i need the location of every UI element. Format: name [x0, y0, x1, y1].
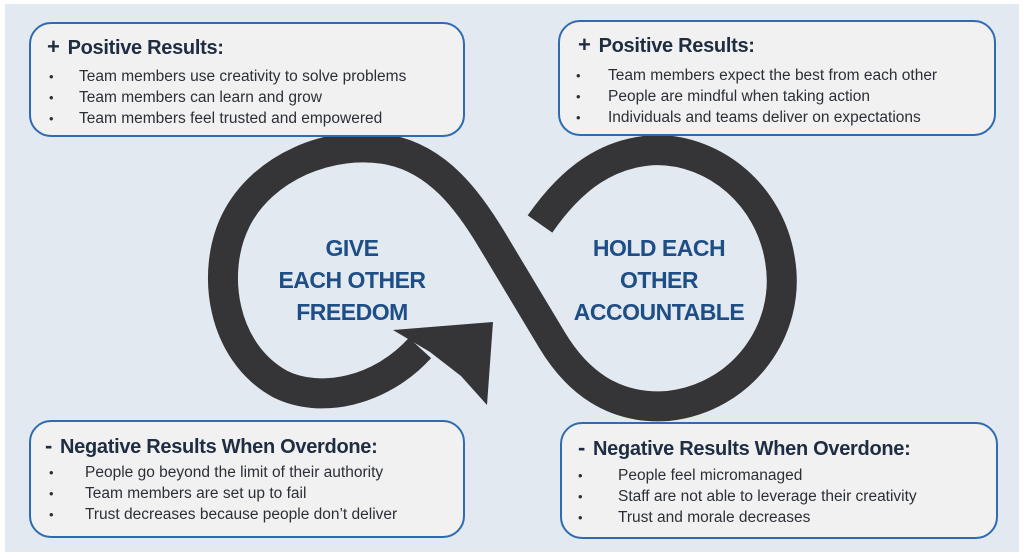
negative-results-accountable-box: -Negative Results When Overdone: •People… — [560, 422, 998, 539]
left-loop-line: FREEDOM — [296, 299, 408, 325]
bullet-icon: • — [49, 111, 54, 126]
positive-results-freedom-box: + Positive Results: •Team members use cre… — [29, 22, 465, 137]
bullet-icon: • — [578, 468, 583, 483]
box-title: + Positive Results: — [578, 32, 755, 58]
bullet-icon: • — [49, 90, 54, 105]
list-item: •Individuals and teams deliver on expect… — [576, 109, 921, 126]
list-item: •Team members expect the best from each … — [576, 67, 938, 84]
bullet-icon: • — [576, 110, 581, 125]
list-item: •Trust decreases because people don’t de… — [49, 506, 398, 523]
results-list: •People go beyond the limit of their aut… — [49, 462, 397, 525]
results-list: •Team members use creativity to solve pr… — [49, 66, 406, 129]
arrow-head — [393, 322, 493, 405]
minus-icon: - — [45, 433, 53, 458]
results-list: •People feel micromanaged •Staff are not… — [578, 465, 917, 528]
bullet-icon: • — [578, 489, 583, 504]
bullet-icon: • — [49, 507, 54, 522]
right-loop-line: OTHER — [620, 267, 699, 293]
box-title: -Negative Results When Overdone: — [45, 433, 378, 459]
box-title: -Negative Results When Overdone: — [578, 435, 911, 461]
bullet-icon: • — [49, 465, 54, 480]
bullet-icon: • — [49, 69, 54, 84]
list-item: •Team members feel trusted and empowered — [49, 110, 383, 127]
list-item: •Staff are not able to leverage their cr… — [578, 488, 917, 505]
list-item: •Team members use creativity to solve pr… — [49, 68, 407, 85]
list-item: •People go beyond the limit of their aut… — [49, 464, 384, 481]
list-item: •Trust and morale decreases — [578, 509, 811, 526]
box-title-text: Positive Results: — [67, 37, 224, 59]
box-title-text: Positive Results: — [598, 35, 755, 57]
results-list: •Team members expect the best from each … — [576, 65, 937, 128]
right-loop-line: ACCOUNTABLE — [573, 299, 745, 325]
box-title: + Positive Results: — [47, 34, 224, 60]
box-title-text: Negative Results When Overdone: — [593, 438, 911, 460]
positive-results-accountable-box: + Positive Results: •Team members expect … — [558, 20, 996, 136]
bullet-icon: • — [49, 486, 54, 501]
list-item: •People feel micromanaged — [578, 467, 803, 484]
bullet-icon: • — [576, 89, 581, 104]
bullet-icon: • — [578, 510, 583, 525]
left-loop-line: EACH OTHER — [278, 267, 426, 293]
list-item: •Team members can learn and grow — [49, 89, 322, 106]
left-loop-line: GIVE — [325, 235, 379, 261]
plus-icon: + — [47, 34, 60, 59]
plus-icon: + — [578, 32, 591, 57]
negative-results-freedom-box: -Negative Results When Overdone: •People… — [29, 420, 465, 538]
left-loop-label: GIVE EACH OTHER FREEDOM — [262, 232, 442, 328]
right-loop-line: HOLD EACH — [592, 235, 726, 261]
list-item: •Team members are set up to fail — [49, 485, 307, 502]
minus-icon: - — [578, 435, 586, 460]
bullet-icon: • — [576, 68, 581, 83]
right-loop-label: HOLD EACH OTHER ACCOUNTABLE — [556, 232, 762, 328]
box-title-text: Negative Results When Overdone: — [60, 436, 378, 458]
infinity-left-loop — [207, 132, 797, 422]
list-item: •People are mindful when taking action — [576, 88, 870, 105]
